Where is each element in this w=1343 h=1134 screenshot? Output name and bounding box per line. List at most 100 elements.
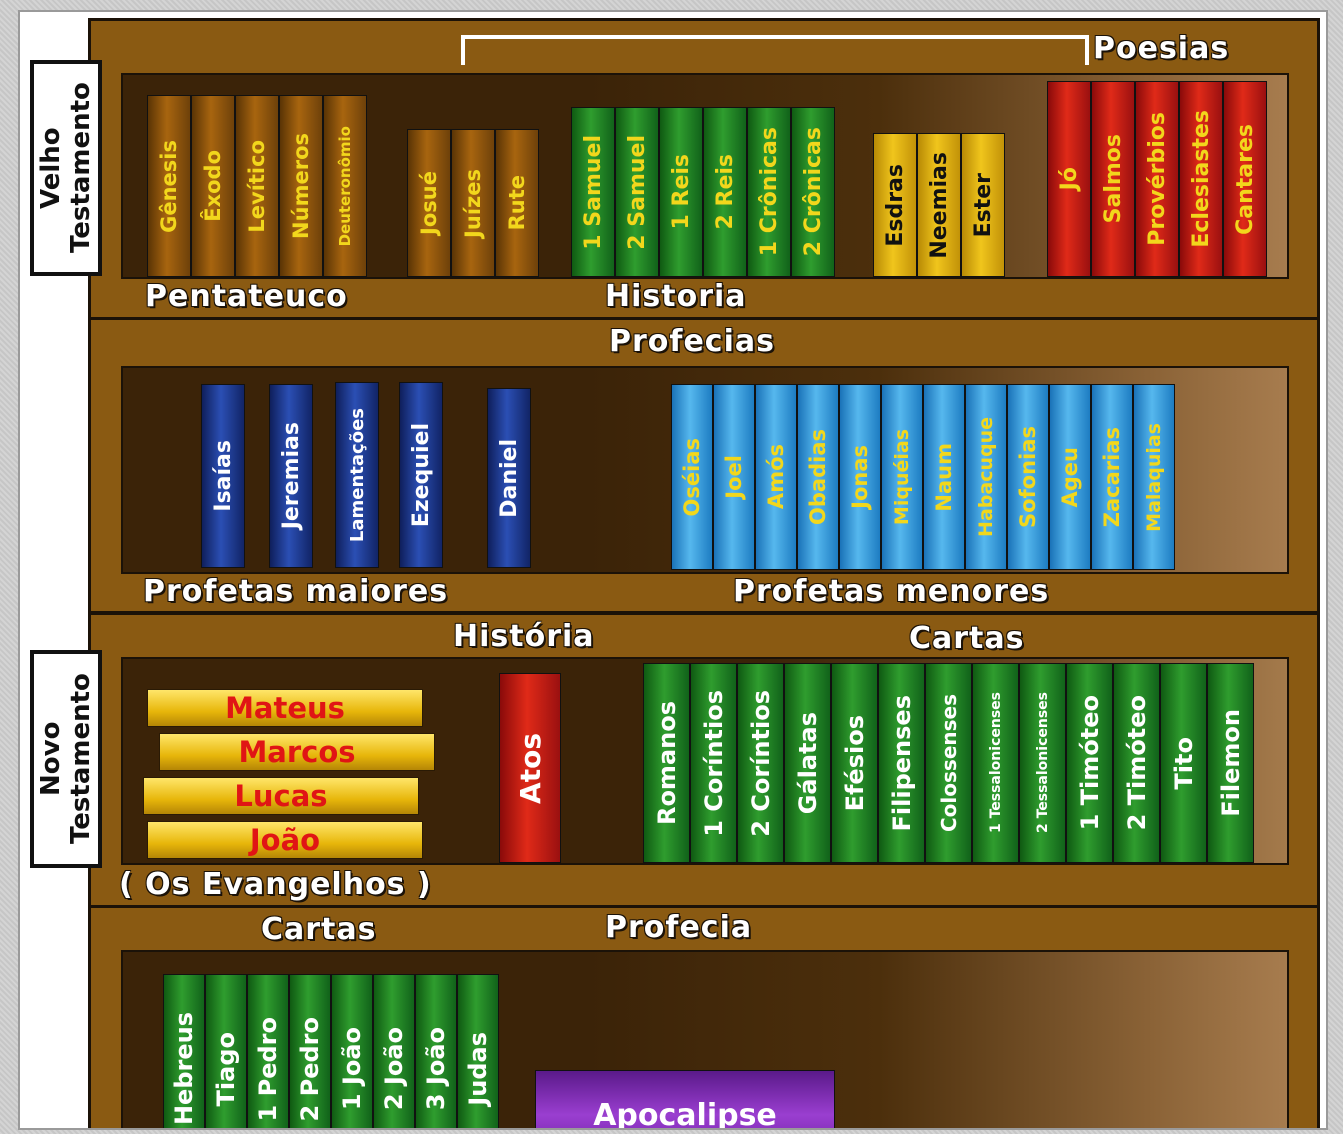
label-poesias: Poesias bbox=[1093, 31, 1230, 66]
book-1-joao: 1 João bbox=[331, 974, 373, 1128]
book-title: Jeremias bbox=[278, 422, 304, 530]
book-title: Ester bbox=[970, 172, 996, 238]
book-title: Salmos bbox=[1100, 134, 1126, 224]
label-historia: Historia bbox=[605, 279, 747, 314]
book-title: Hebreus bbox=[170, 1012, 198, 1126]
book-miqueias: Miquéias bbox=[881, 384, 923, 570]
book-1-corintios: 1 Coríntios bbox=[690, 663, 737, 863]
book-title: Daniel bbox=[496, 438, 522, 518]
book-ezequiel: Ezequiel bbox=[399, 382, 443, 568]
book-title: Malaquias bbox=[1143, 422, 1165, 532]
book-jeremias: Jeremias bbox=[269, 384, 313, 568]
book-title: 3 João bbox=[422, 1027, 450, 1111]
book-efesios: Efésios bbox=[831, 663, 878, 863]
book-2-cronicas: 2 Crônicas bbox=[791, 107, 835, 277]
book-2-reis: 2 Reis bbox=[703, 107, 747, 277]
label-profetas-menores: Profetas menores bbox=[733, 574, 1050, 609]
label-profecias: Profecias bbox=[609, 324, 775, 359]
book-title: Êxodo bbox=[201, 150, 225, 222]
book-exodo: Êxodo bbox=[191, 95, 235, 277]
label-profecia: Profecia bbox=[605, 910, 753, 945]
book-esdras: Esdras bbox=[873, 133, 917, 277]
book-2-pedro: 2 Pedro bbox=[289, 974, 331, 1128]
book-title: 2 Timóteo bbox=[1122, 695, 1151, 831]
book-title: 1 Reis bbox=[668, 154, 694, 230]
book-title: 1 Samuel bbox=[580, 134, 606, 250]
book-levitico: Levítico bbox=[235, 95, 279, 277]
book-ester: Ester bbox=[961, 133, 1005, 277]
side-label-velho-testamento: Velho Testamento bbox=[30, 60, 102, 276]
book-title: Ezequiel bbox=[408, 422, 434, 528]
book-1-pedro: 1 Pedro bbox=[247, 974, 289, 1128]
book-apocalipse: Apocalipse bbox=[535, 1070, 835, 1128]
book-title: Gálatas bbox=[793, 711, 822, 815]
book-title: Tito bbox=[1169, 736, 1198, 790]
book-title: 2 Tessalonicenses bbox=[1034, 692, 1051, 834]
book-title: 2 Reis bbox=[712, 154, 738, 230]
book-title: Eclesiastes bbox=[1188, 110, 1214, 248]
book-title: 2 Samuel bbox=[624, 134, 650, 250]
book-filemon: Filemon bbox=[1207, 663, 1254, 863]
book-eclesiastes: Eclesiastes bbox=[1179, 81, 1223, 277]
book-neemias: Neemias bbox=[917, 133, 961, 277]
book-habacuque: Habacuque bbox=[965, 384, 1007, 570]
book-title: Josué bbox=[417, 171, 441, 235]
label-profetas-maiores: Profetas maiores bbox=[143, 574, 449, 609]
book-title: Naum bbox=[932, 442, 956, 512]
book-title: Ageu bbox=[1058, 446, 1082, 508]
book-joao: João bbox=[147, 821, 423, 859]
book-title: Jó bbox=[1056, 167, 1082, 191]
book-title: 2 Pedro bbox=[296, 1016, 324, 1122]
book-title: Habacuque bbox=[975, 417, 997, 537]
book-lamentacoes: Lamentações bbox=[335, 382, 379, 568]
book-title: Gênesis bbox=[157, 139, 181, 233]
book-2-corintios: 2 Coríntios bbox=[737, 663, 784, 863]
book-cantares: Cantares bbox=[1223, 81, 1267, 277]
book-1-samuel: 1 Samuel bbox=[571, 107, 615, 277]
book-tiago: Tiago bbox=[205, 974, 247, 1128]
book-daniel: Daniel bbox=[487, 388, 531, 568]
book-title: Sofonias bbox=[1016, 426, 1040, 528]
book-ageu: Ageu bbox=[1049, 384, 1091, 570]
book-jo: Jó bbox=[1047, 81, 1091, 277]
book-josue: Josué bbox=[407, 129, 451, 277]
book-title: Obadias bbox=[806, 429, 830, 525]
book-title: Neemias bbox=[926, 151, 952, 259]
book-filipenses: Filipenses bbox=[878, 663, 925, 863]
book-1-timoteo: 1 Timóteo bbox=[1066, 663, 1113, 863]
book-rute: Rute bbox=[495, 129, 539, 277]
book-title: Joel bbox=[722, 455, 746, 499]
book-title: Atos bbox=[513, 732, 547, 804]
book-romanos: Romanos bbox=[643, 663, 690, 863]
book-salmos: Salmos bbox=[1091, 81, 1135, 277]
book-title: 1 Coríntios bbox=[699, 689, 728, 837]
book-title: Zacarias bbox=[1100, 426, 1124, 528]
book-title: Colossenses bbox=[936, 694, 961, 832]
book-marcos: Marcos bbox=[159, 733, 435, 771]
book-title: Números bbox=[289, 133, 313, 239]
book-title: Cantares bbox=[1232, 123, 1258, 235]
book-title: Filipenses bbox=[887, 694, 916, 832]
label-cartas-nt: Cartas bbox=[909, 621, 1025, 656]
historia-bracket bbox=[461, 35, 1089, 65]
book-judas: Judas bbox=[457, 974, 499, 1128]
book-2-joao: 2 João bbox=[373, 974, 415, 1128]
book-title: Tiago bbox=[212, 1031, 240, 1107]
book-zacarias: Zacarias bbox=[1091, 384, 1133, 570]
book-obadias: Obadias bbox=[797, 384, 839, 570]
side-label-novo-testamento: Novo Testamento bbox=[30, 650, 102, 868]
label-historia-nt: História bbox=[453, 619, 595, 654]
book-title: 1 Tessalonicenses bbox=[987, 692, 1004, 834]
book-title: Lamentações bbox=[346, 407, 368, 543]
book-title: Provérbios bbox=[1144, 112, 1170, 246]
book-jonas: Jonas bbox=[839, 384, 881, 570]
book-title: Levítico bbox=[245, 139, 269, 233]
book-title: Romanos bbox=[652, 700, 681, 826]
book-genesis: Gênesis bbox=[147, 95, 191, 277]
